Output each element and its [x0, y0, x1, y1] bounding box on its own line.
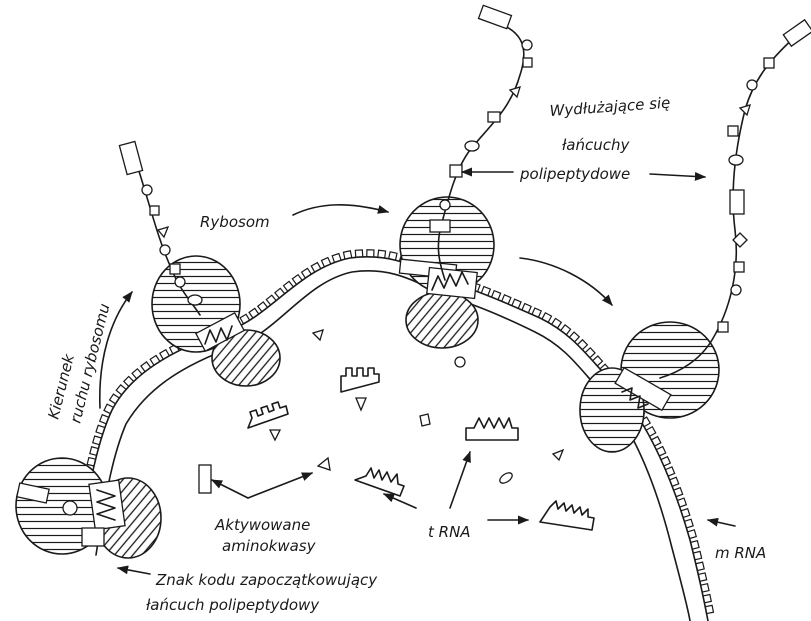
label-start-codon-line1: Znak kodu zapoczątkowujący: [155, 571, 378, 589]
label-mrna: m RNA: [715, 544, 766, 562]
amino-acid-triangle: [313, 330, 323, 340]
ribosome-2: [152, 256, 280, 386]
amino-acid-diamond: [553, 450, 563, 460]
codon-tick: [292, 275, 302, 285]
ribosome-1: [16, 458, 161, 558]
trna-molecule: [341, 368, 379, 410]
codon-tick: [593, 356, 603, 366]
amino-acid-rect: [199, 465, 211, 493]
amino-acid-ellipse: [498, 471, 514, 486]
codon-tick: [585, 348, 595, 358]
label-trna: t RNA: [428, 523, 471, 541]
trna-molecule: [355, 468, 404, 496]
amino-acid-drop: [318, 458, 330, 470]
codon-tick: [569, 332, 579, 342]
label-elongating-line3: polipeptydowe: [519, 165, 630, 183]
trna-molecule: [466, 418, 518, 440]
codon-tick: [577, 340, 587, 350]
codon-tick: [116, 385, 126, 395]
trna-molecule: [248, 402, 288, 440]
label-ribosome: Rybosom: [200, 213, 270, 231]
ribosome-4: [580, 322, 719, 452]
codon-tick: [124, 376, 134, 386]
amino-acid-square: [420, 414, 430, 426]
codon-tick: [561, 325, 571, 335]
trna-molecule: [540, 501, 594, 530]
codon-tick: [284, 281, 294, 291]
label-elongating-line1: Wydłużające się: [549, 94, 671, 120]
label-elongating-line2: łańcuchy: [562, 136, 631, 154]
codon-tick: [132, 369, 142, 379]
codon-tick: [275, 288, 285, 298]
label-activated-line1: Aktywowane: [214, 516, 310, 534]
amino-acid-circle: [455, 357, 465, 367]
codon-tick: [367, 250, 374, 257]
label-start-codon-line2: łańcuch polipeptydowy: [146, 596, 320, 614]
label-activated-line2: aminokwasy: [222, 537, 317, 555]
